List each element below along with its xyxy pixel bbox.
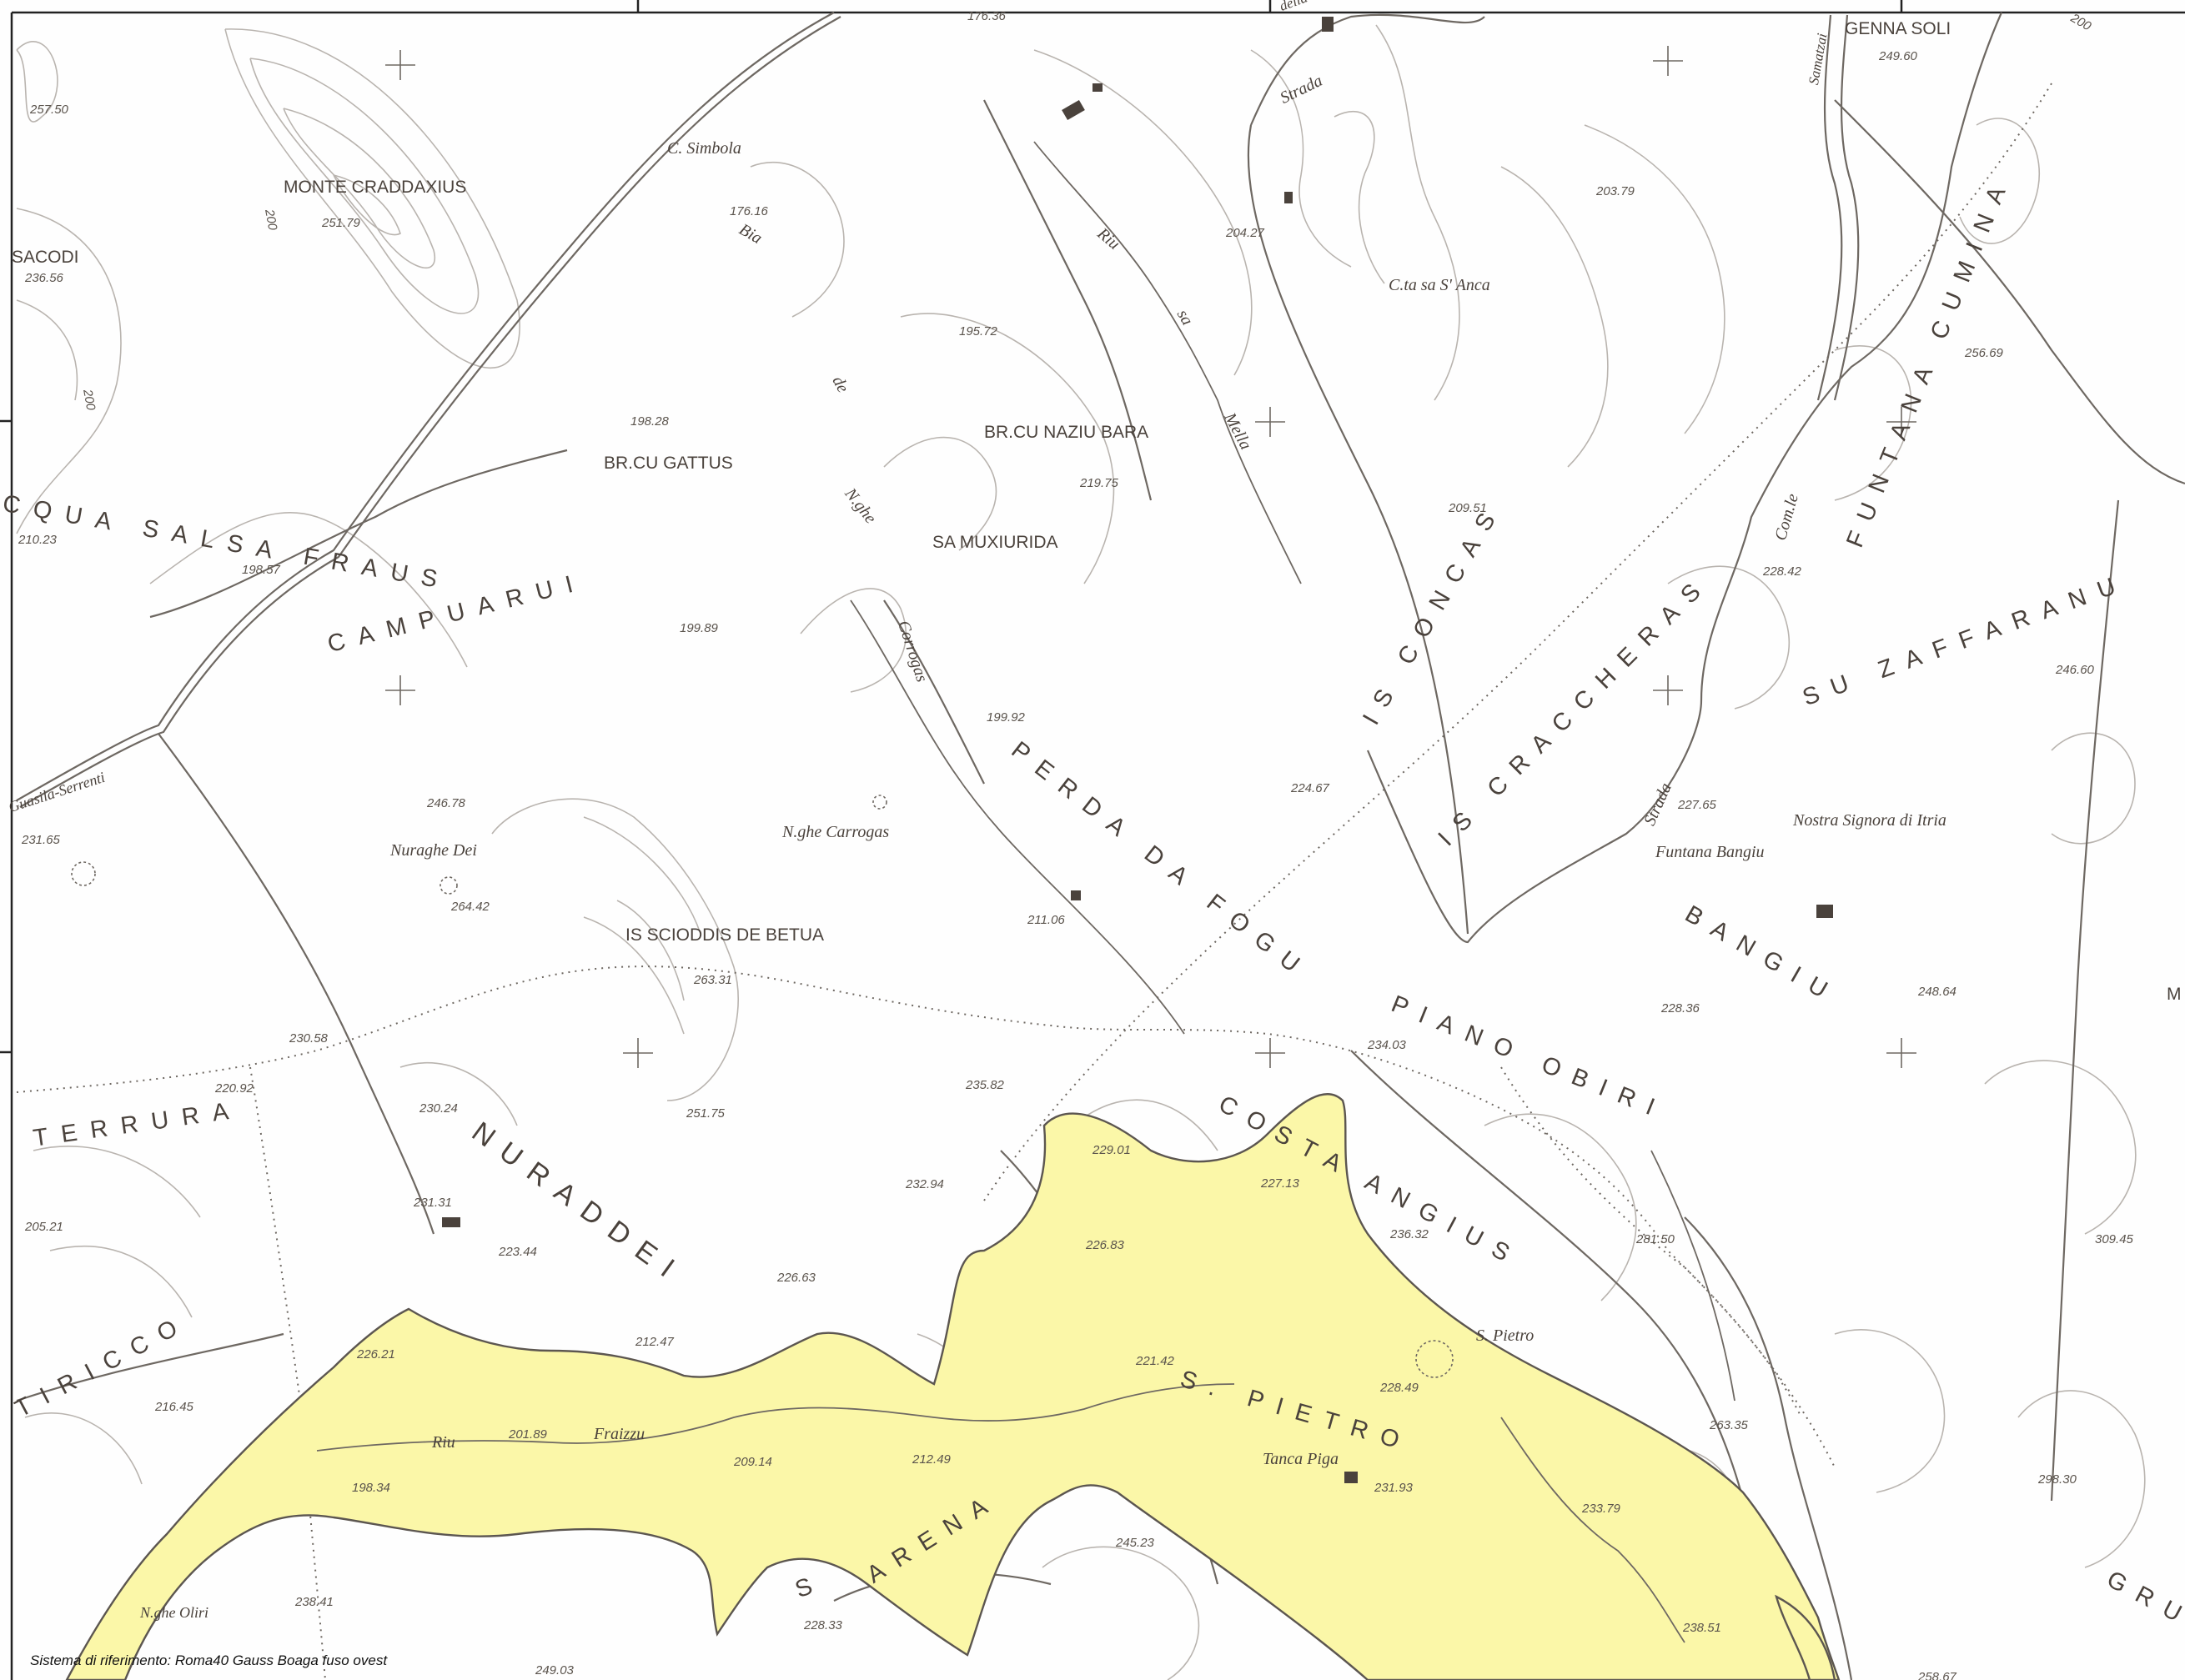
building-symbols xyxy=(442,17,1833,1483)
spot-elevation: 236.56 xyxy=(25,271,63,285)
spot-elevation: 251.75 xyxy=(686,1106,725,1121)
spot-elevation: 230.24 xyxy=(419,1101,458,1116)
spot-elevation: 263.35 xyxy=(1710,1418,1748,1432)
contour-lines xyxy=(16,24,2146,1680)
label-nuraghe-dei: Nuraghe Dei xyxy=(390,841,477,860)
spot-elevation: 249.60 xyxy=(1879,49,1917,63)
spot-elevation: 219.75 xyxy=(1080,476,1118,490)
spot-elevation: 263.31 xyxy=(694,973,732,987)
spot-elevation: 211.06 xyxy=(1027,913,1065,927)
spot-elevation: 227.13 xyxy=(1261,1176,1299,1191)
label-cta-sa-anca: C.ta sa S' Anca xyxy=(1389,276,1490,294)
spot-elevation: 176.36 xyxy=(967,9,1006,23)
place-sacodi: SACODI xyxy=(12,248,79,267)
place-monte-craddaxius: MONTE CRADDAXIUS xyxy=(284,178,467,197)
spot-elevation: 198.57 xyxy=(242,563,280,577)
spot-elevation: 233.79 xyxy=(1582,1502,1620,1516)
spot-elevation: 226.63 xyxy=(777,1271,816,1285)
spot-elevation: 195.72 xyxy=(959,324,997,339)
spot-elevation: 298.30 xyxy=(2038,1472,2077,1487)
nuraghe-symbols xyxy=(71,795,1454,1378)
place-is-sciodis-de-betua: IS SCIODDIS DE BETUA xyxy=(625,925,825,945)
label-tanca-piga: Tanca Piga xyxy=(1263,1450,1339,1468)
spot-elevation: 231.31 xyxy=(414,1196,452,1210)
spot-elevation: 212.49 xyxy=(912,1452,951,1467)
spot-elevation: 220.92 xyxy=(215,1081,254,1096)
spot-elevation: 234.03 xyxy=(1368,1038,1406,1052)
place-sa-muxiurida: SA MUXIURIDA xyxy=(932,533,1058,552)
label-nostra-signora-di-itria: Nostra Signora di Itria xyxy=(1793,811,1946,830)
spot-elevation: 257.50 xyxy=(30,103,68,117)
label-funtana-bangiu: Funtana Bangiu xyxy=(1655,843,1765,861)
spot-elevation: 238.51 xyxy=(1683,1621,1721,1635)
spot-elevation: 198.34 xyxy=(352,1481,390,1495)
spot-elevation: 245.23 xyxy=(1116,1536,1154,1550)
spot-elevation: 212.47 xyxy=(635,1335,674,1349)
spot-elevation: 227.65 xyxy=(1678,798,1716,812)
spot-elevation: 176.16 xyxy=(730,204,768,218)
spot-elevation: 204.27 xyxy=(1226,226,1264,240)
spot-elevation: 226.83 xyxy=(1086,1238,1124,1252)
spot-elevation: 221.42 xyxy=(1136,1354,1174,1368)
alluvial-deposit-area xyxy=(65,1092,1841,1680)
spot-elevation: 228.42 xyxy=(1763,564,1801,579)
spot-elevation: 248.64 xyxy=(1918,985,1956,999)
alluvial-fragment xyxy=(1775,1594,1836,1680)
place-genna-soli: GENNA SOLI xyxy=(1845,19,1951,38)
spot-elevation: 229.01 xyxy=(1092,1143,1131,1157)
spot-elevation: 231.93 xyxy=(1374,1481,1413,1495)
region-m-edge: M xyxy=(2167,985,2182,1004)
spot-elevation: 246.60 xyxy=(2056,663,2094,677)
spot-elevation: 205.21 xyxy=(25,1220,63,1234)
spot-elevation: 209.14 xyxy=(734,1455,772,1469)
label-nghe-carrogas: N.ghe Carrogas xyxy=(782,823,890,841)
label-s-pietro: S. Pietro xyxy=(1476,1326,1535,1345)
contour-label: 200 xyxy=(80,388,98,412)
streams xyxy=(316,141,1735,1643)
spot-elevation: 236.32 xyxy=(1390,1227,1429,1241)
spot-elevation: 216.45 xyxy=(155,1400,193,1414)
reference-system-caption: Sistema di riferimento: Roma40 Gauss Boa… xyxy=(30,1652,388,1668)
place-br-cu-naziu-bara: BR.CU NAZIU BARA xyxy=(984,423,1149,442)
spot-elevation: 281.50 xyxy=(1636,1232,1675,1246)
label-fraizzu: Fraizzu xyxy=(594,1425,645,1443)
grid-crosses xyxy=(385,46,1916,1068)
spot-elevation: 238.41 xyxy=(295,1595,334,1609)
spot-elevation: 203.79 xyxy=(1596,184,1635,198)
spot-elevation: 235.82 xyxy=(966,1078,1004,1092)
spot-elevation: 256.69 xyxy=(1965,346,2003,360)
boundary-dotted xyxy=(16,83,2052,1680)
spot-elevation: 258.67 xyxy=(1918,1670,1956,1680)
spot-elevation: 232.94 xyxy=(906,1177,944,1191)
spot-elevation: 198.28 xyxy=(630,414,669,429)
spot-elevation: 228.33 xyxy=(804,1618,842,1632)
spot-elevation: 230.58 xyxy=(289,1031,328,1046)
spot-elevation: 264.42 xyxy=(451,900,490,914)
place-br-cu-gattus: BR.CU GATTUS xyxy=(604,454,733,473)
label-nghe-oliri: N.ghe Oliri xyxy=(140,1604,209,1621)
label-riu-bottom: Riu xyxy=(432,1433,455,1452)
spot-elevation: 210.23 xyxy=(18,533,57,547)
spot-elevation: 309.45 xyxy=(2095,1232,2133,1246)
spot-elevation: 249.03 xyxy=(535,1663,574,1677)
spot-elevation: 209.51 xyxy=(1449,501,1487,515)
label-c-simbola: C. Simbola xyxy=(667,139,741,158)
spot-elevation: 251.79 xyxy=(322,216,360,230)
spot-elevation: 224.67 xyxy=(1291,781,1329,795)
spot-elevation: 246.78 xyxy=(427,796,465,810)
spot-elevation: 199.89 xyxy=(680,621,718,635)
spot-elevation: 231.65 xyxy=(22,833,60,847)
spot-elevation: 228.49 xyxy=(1380,1381,1419,1395)
spot-elevation: 201.89 xyxy=(509,1427,547,1442)
spot-elevation: 226.21 xyxy=(357,1347,395,1362)
spot-elevation: 223.44 xyxy=(499,1245,537,1259)
spot-elevation: 199.92 xyxy=(987,710,1025,725)
contour-label: 200 xyxy=(262,208,280,232)
spot-elevation: 228.36 xyxy=(1661,1001,1700,1016)
